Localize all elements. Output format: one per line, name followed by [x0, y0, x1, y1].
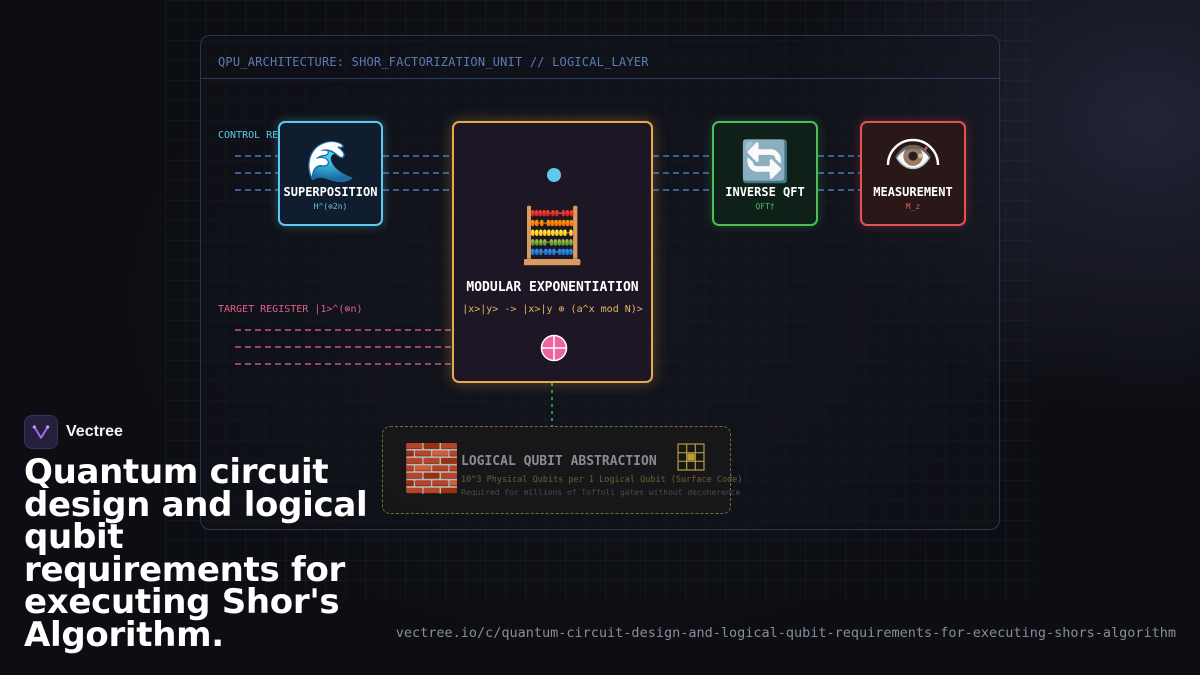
superposition-gate-name: SUPERPOSITION — [283, 185, 378, 199]
headline: Quantum circuit design and logical qubit… — [24, 452, 368, 655]
measurement-gate: 👁️ MEASUREMENT M_z — [860, 121, 966, 226]
vectree-logo-icon — [24, 415, 58, 449]
inverse-qft-gate: 🔄 INVERSE QFT QFT† — [712, 121, 818, 226]
control-dot — [547, 168, 561, 182]
inverse-qft-gate-name: INVERSE QFT — [725, 185, 805, 199]
logical-qubit-detail: 10^3 Physical Qubits per 1 Logical Qubit… — [461, 475, 743, 485]
measurement-gate-formula: M_z — [905, 202, 921, 211]
inverse-qft-gate-formula: QFT† — [755, 202, 775, 211]
logical-qubit-title: LOGICAL QUBIT ABSTRACTION — [461, 454, 657, 469]
eye-meter-icon: 👁️ — [883, 129, 943, 185]
target-xor-icon — [540, 334, 568, 362]
superposition-gate-formula: H^(⊗2n) — [313, 202, 348, 211]
measurement-gate-name: MEASUREMENT — [873, 185, 953, 199]
modular-exponentiation-gate: 🧮 MODULAR EXPONENTIATION |x>|y> -> |x>|y… — [452, 121, 653, 383]
brand: Vectree — [24, 415, 123, 449]
panel-title: QPU_ARCHITECTURE: SHOR_FACTORIZATION_UNI… — [218, 55, 649, 69]
meter-arc-icon — [886, 138, 940, 166]
eye-icon: 👁️ — [893, 138, 933, 176]
target-register-label: TARGET REGISTER |1>^(⊗n) — [218, 304, 363, 315]
logical-qubit-note: Required for millions of Toffoli gates w… — [461, 488, 741, 497]
panel-header: QPU_ARCHITECTURE: SHOR_FACTORIZATION_UNI… — [201, 36, 999, 79]
cycle-arrows-icon: 🔄 — [740, 139, 790, 185]
superposition-gate: 🌊 SUPERPOSITION H^(⊗2n) — [278, 121, 383, 226]
abacus-icon: 🧮 — [518, 204, 587, 267]
wave-icon: 🌊 — [305, 139, 356, 185]
logical-qubit-box: 🧱 LOGICAL QUBIT ABSTRACTION 10^3 Physica… — [382, 426, 742, 514]
qubit-grid-icon — [677, 443, 705, 471]
modular-exponentiation-gate-name: MODULAR EXPONENTIATION — [466, 280, 639, 295]
page-url[interactable]: vectree.io/c/quantum-circuit-design-and-… — [395, 625, 1176, 641]
modular-exponentiation-gate-formula: |x>|y> -> |x>|y ⊕ (a^x mod N)> — [462, 304, 643, 315]
brick-icon: 🧱 — [403, 441, 461, 495]
brand-name: Vectree — [66, 423, 123, 440]
